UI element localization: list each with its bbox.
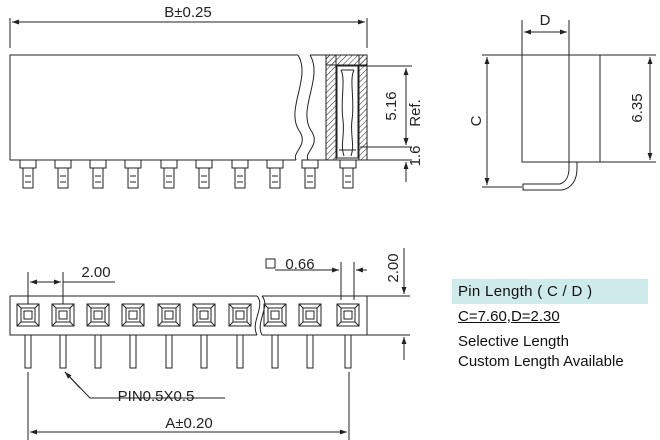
dim-066-label: 0.66 [285, 256, 314, 273]
break-line-1 [294, 54, 303, 161]
side-pin [522, 162, 578, 191]
info-highlight [452, 279, 648, 304]
top-break-1 [254, 295, 261, 336]
front-pin [195, 159, 213, 189]
top-contact-cell [121, 303, 145, 369]
front-pin [89, 159, 107, 189]
dim-635-label: 6.35 [629, 93, 646, 122]
top-contact-cell [192, 303, 216, 369]
front-pin [19, 159, 37, 189]
dim-pitch-label: 2.00 [81, 264, 110, 281]
break-line-2 [306, 54, 315, 161]
housing-body-left [9, 54, 298, 161]
dim-row-label: 2.00 [385, 253, 402, 282]
pin-length-spec: C=7.60,D=2.30 [458, 308, 560, 325]
top-contact-cell [228, 303, 252, 369]
pin-length-title: Pin Length ( C / D ) [458, 283, 593, 300]
top-view [9, 248, 410, 440]
dim-b-label: B±0.25 [164, 4, 211, 21]
front-pins [19, 159, 357, 189]
front-pin [266, 159, 284, 189]
square-symbol [265, 258, 276, 269]
front-pin [339, 159, 357, 189]
front-pin [301, 159, 319, 189]
dim-c-label: C [468, 115, 485, 126]
top-contact-cell [86, 303, 110, 369]
top-cells [16, 303, 360, 369]
top-housing-left [9, 295, 257, 336]
dim-16-label: 1.6 [407, 146, 424, 167]
front-pin [231, 159, 249, 189]
dim-d-label: D [540, 12, 551, 29]
top-contact-cell [336, 303, 360, 369]
top-contact-cell [298, 303, 322, 369]
top-break-2 [259, 295, 266, 336]
side-body [521, 54, 570, 163]
top-contact-cell [16, 303, 40, 369]
option-custom: Custom Length Available [458, 353, 624, 370]
dim-pin-label: PIN0.5X0.5 [118, 388, 195, 405]
side-view [482, 20, 656, 191]
front-pin [54, 159, 72, 189]
top-contact-cell [51, 303, 75, 369]
contact-section [325, 54, 368, 161]
top-contact-cell [157, 303, 181, 369]
dim-516-label: 5.16 [383, 91, 400, 120]
front-pin [124, 159, 142, 189]
dim-ref-label: Ref. [407, 99, 424, 127]
dim-a-label: A±0.20 [165, 415, 212, 432]
side-body-right [568, 54, 601, 163]
front-view [9, 18, 412, 182]
top-contact-cell [263, 303, 287, 369]
top-housing-right [262, 295, 368, 336]
option-selective: Selective Length [458, 333, 569, 350]
front-pin [160, 159, 178, 189]
